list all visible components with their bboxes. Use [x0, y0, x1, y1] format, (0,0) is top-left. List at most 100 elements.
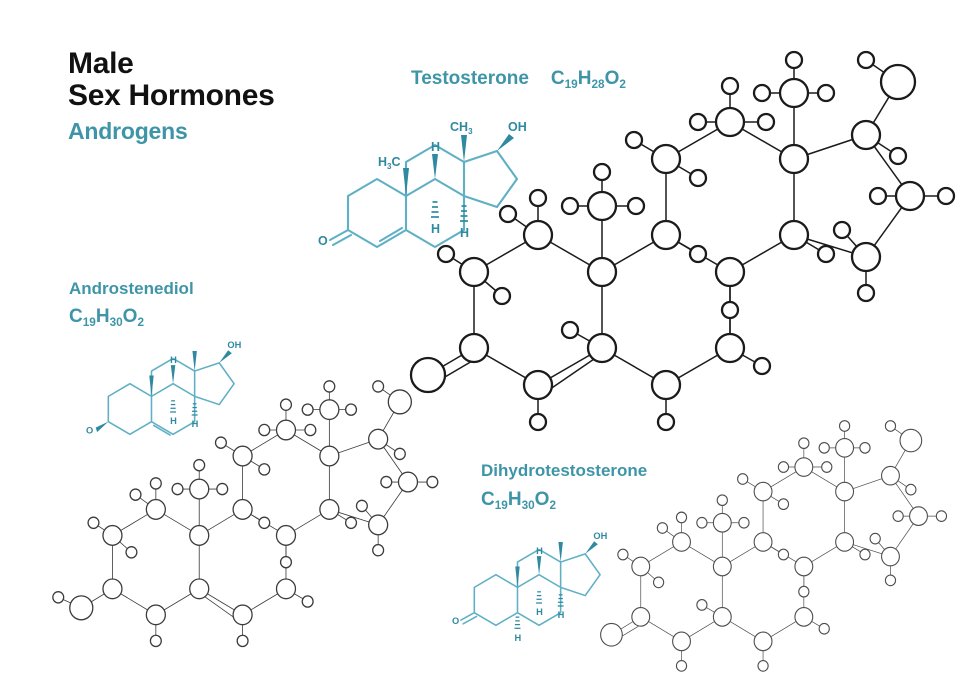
label-o-hydroxyl: O	[86, 426, 93, 436]
atom-carbon	[753, 631, 773, 652]
label-h-c8: H	[431, 140, 440, 154]
atom-hydrogen	[675, 511, 688, 524]
atom-hydrogen	[171, 482, 184, 496]
atom-hydrogen	[652, 576, 665, 589]
atom-carbon	[672, 631, 691, 652]
atom-carbon	[850, 241, 882, 273]
atom-hydrogen	[258, 516, 271, 530]
atom-hydrogen	[856, 283, 876, 303]
atom-carbon	[586, 332, 618, 364]
atom-hydrogen	[936, 186, 956, 206]
atom-carbon	[714, 332, 746, 364]
ball-stick-model-dihydrotestosterone	[600, 418, 958, 672]
atom-hydrogen	[818, 441, 830, 454]
atom-hydrogen	[528, 412, 548, 432]
atom-hydrogen	[884, 574, 897, 587]
atom-hydrogen	[372, 380, 385, 393]
hash-bond-c14	[557, 594, 564, 607]
atom-hydrogen	[816, 83, 836, 103]
atom-hydrogen	[738, 516, 750, 529]
atom-hydrogen	[688, 112, 708, 132]
atom-oxygen	[69, 595, 94, 621]
atom-hydrogen	[720, 76, 740, 96]
atom-carbon	[650, 219, 682, 251]
atom-carbon	[650, 369, 682, 401]
atom-oxygen	[409, 356, 447, 394]
atom-hydrogen	[716, 494, 728, 507]
atom-labels: OH H H H H O	[452, 531, 608, 643]
atom-hydrogen	[301, 595, 314, 608]
page-title: Male Sex Hormones Androgens	[68, 48, 275, 146]
atom-carbon	[714, 256, 746, 288]
skeletal-svg-androstenediol: OH H H H O	[86, 340, 242, 436]
atom-carbon	[835, 481, 855, 502]
label-oh: OH	[508, 120, 527, 134]
atom-hydrogen	[426, 475, 439, 489]
atom-carbon	[232, 445, 253, 467]
molecule-formula-dihydrotestosterone: C19H30O2	[481, 489, 556, 512]
atom-carbon	[712, 512, 732, 533]
atom-hydrogen	[832, 220, 852, 240]
bonds	[427, 59, 946, 422]
atom-carbon	[712, 607, 732, 627]
atom-hydrogen	[798, 585, 810, 598]
atom-hydrogen	[656, 522, 669, 534]
label-ch3: CH3	[450, 120, 473, 136]
atom-hydrogen	[301, 403, 314, 416]
atom-hydrogen	[656, 412, 676, 432]
atom-carbon	[275, 578, 297, 600]
atom-carbon	[586, 256, 618, 288]
title-subtitle: Androgens	[68, 118, 188, 144]
atom-hydrogen	[756, 112, 776, 132]
atom-carbon	[778, 143, 810, 175]
atom-carbon	[894, 180, 926, 212]
label-o-ketone: O	[452, 616, 459, 626]
atom-hydrogen	[125, 546, 138, 559]
atom-carbon	[189, 524, 210, 546]
atom-hydrogen	[798, 437, 810, 450]
atom-hydrogen	[777, 548, 790, 561]
skeletal-structure-androstenediol: OH H H H O	[86, 337, 246, 455]
atom-hydrogen	[935, 510, 948, 522]
skeletal-structure-dihydrotestosterone: OH H H H H O	[452, 528, 612, 646]
hash-bond-c9	[170, 400, 177, 413]
atom-carbon	[102, 524, 123, 546]
label-oh: OH	[227, 340, 241, 350]
atom-hydrogen	[720, 300, 740, 320]
label-dihydrotestosterone: Dihydrotestosterone C19H30O2	[481, 461, 648, 512]
hash-bond-c9	[536, 591, 543, 604]
atom-hydrogen	[856, 50, 876, 70]
label-h-c8: H	[170, 355, 177, 365]
atom-hydrogen	[688, 244, 708, 264]
atom-hydrogen	[838, 420, 851, 432]
atom-hydrogen	[279, 555, 293, 569]
atom-hydrogen	[752, 83, 772, 103]
atom-hydrogen	[675, 660, 688, 672]
atom-carbon	[397, 471, 419, 493]
atom-hydrogen	[688, 168, 708, 188]
hash-bond-c14	[460, 205, 468, 222]
atom-hydrogen	[784, 50, 804, 70]
atom-hydrogen	[592, 162, 612, 182]
atom-hydrogen	[344, 403, 358, 416]
molecule-name-dihydrotestosterone: Dihydrotestosterone	[481, 461, 648, 480]
ball-stick-model-testosterone	[409, 48, 972, 432]
atom-carbon	[275, 524, 297, 546]
atom-hydrogen	[304, 423, 317, 437]
atom-hydrogen	[777, 498, 790, 511]
atom-carbon	[189, 478, 210, 500]
label-h-c5: H	[515, 633, 522, 643]
bonds	[611, 425, 942, 666]
atom-oxygen	[600, 622, 623, 647]
atom-hydrogen	[869, 532, 881, 545]
atom-hydrogen	[626, 196, 646, 216]
atom-hydrogen	[888, 146, 908, 166]
atom-hydrogen	[216, 482, 229, 496]
atom-oxygen	[899, 428, 923, 453]
atom-hydrogen	[560, 196, 580, 216]
molecule-formula-testosterone: C19H28O2	[550, 68, 626, 91]
atom-hydrogen	[696, 599, 708, 611]
atom-hydrogen	[344, 516, 358, 530]
skeletal-svg-testosterone: H3C CH3 OH H H H O	[318, 120, 527, 249]
